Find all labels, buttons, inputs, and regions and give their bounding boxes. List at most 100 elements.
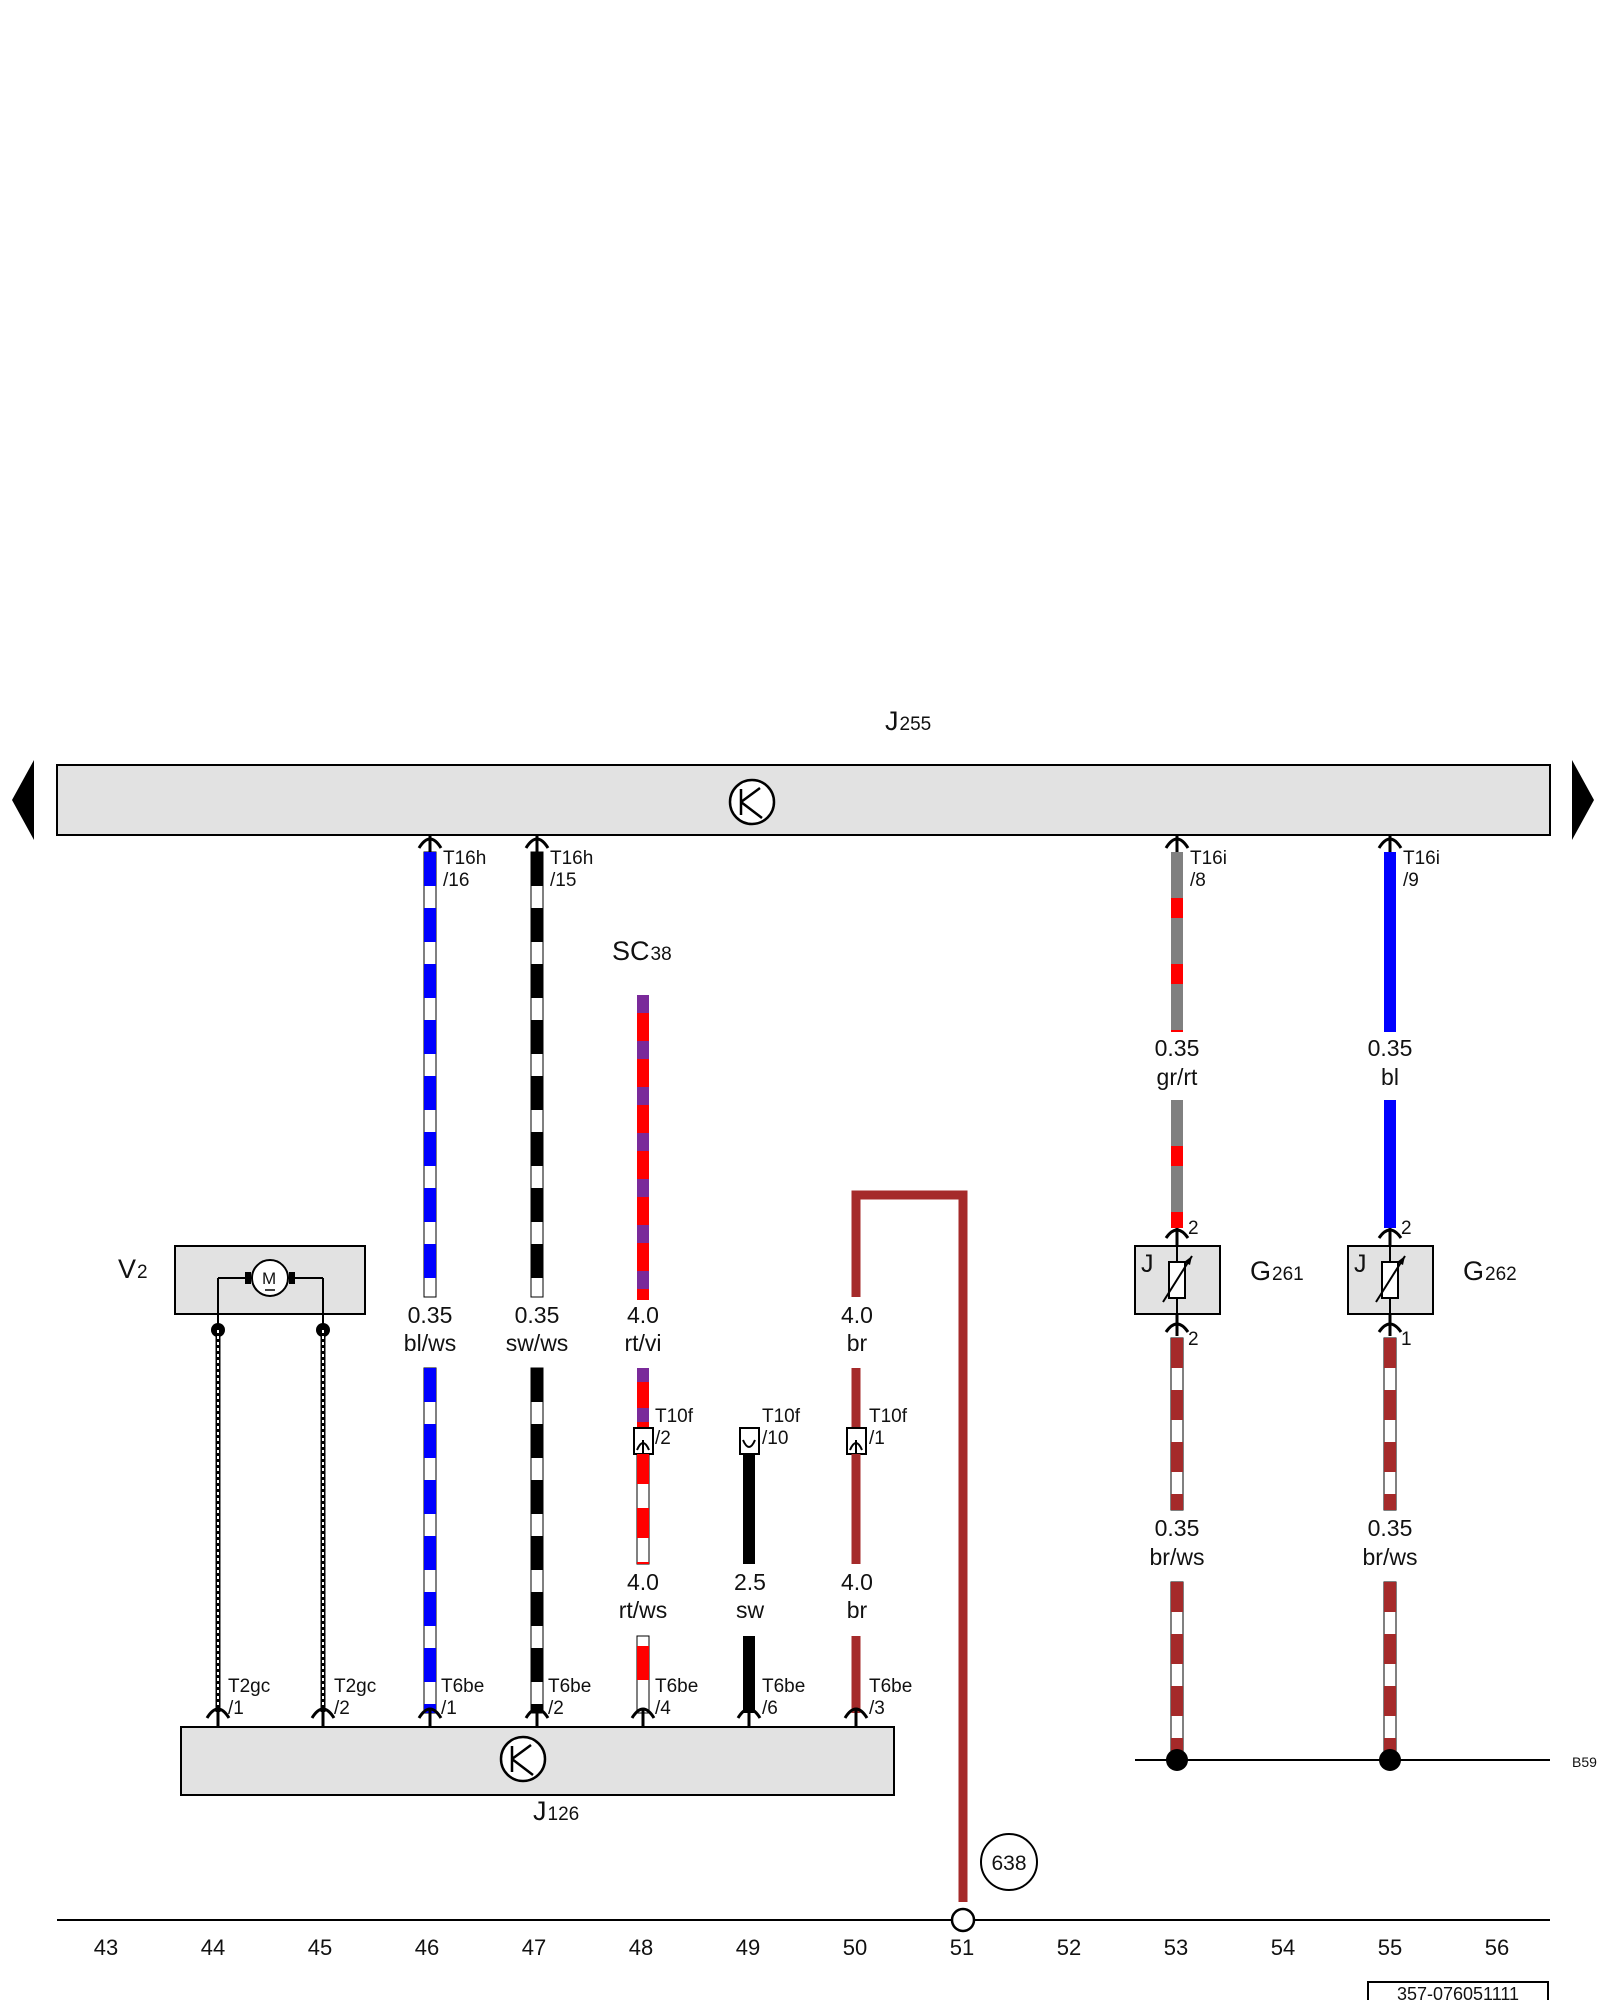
pin-label: /3 [869, 1698, 885, 1719]
wire-color: rt/vi [624, 1330, 661, 1356]
motor-symbol-label: M [262, 1269, 276, 1288]
footer-id: 357-076051111 [1367, 1981, 1549, 2000]
pin-label: /1 [869, 1428, 885, 1449]
wire-col-44: T2gc /1 [205, 1323, 270, 1727]
wire-col-45: T2gc /2 [310, 1323, 376, 1727]
pin-label: /1 [441, 1698, 457, 1719]
column-number: 55 [1378, 1935, 1402, 1960]
wire-gauge: 2.5 [734, 1569, 766, 1595]
pin-label: /8 [1190, 870, 1206, 891]
column-number: 46 [415, 1935, 439, 1960]
column-number: 44 [201, 1935, 225, 1960]
column-number: 49 [736, 1935, 760, 1960]
wire-gauge: 4.0 [841, 1302, 873, 1328]
column-number: 51 [950, 1935, 974, 1960]
column-number: 48 [629, 1935, 653, 1960]
v2-label: V2 [118, 1254, 148, 1284]
column-number: 53 [1164, 1935, 1188, 1960]
g261-label: G261 [1250, 1256, 1304, 1286]
pin-label: 1 [1401, 1329, 1412, 1350]
pin-label: /6 [762, 1698, 778, 1719]
pin-label: /2 [548, 1698, 564, 1719]
wire-color: bl [1381, 1064, 1399, 1090]
fuse-sc38-label: SC38 [612, 936, 672, 966]
g262-label: G262 [1463, 1256, 1517, 1286]
conn-t16i: T16i [1403, 848, 1440, 869]
wire-col-47: T16h /15 0.35 sw/ws T6be /2 [506, 835, 593, 1727]
column-number: 50 [843, 1935, 867, 1960]
temp-sensor-symbol: J [1141, 1250, 1154, 1278]
wire-gauge: 0.35 [408, 1302, 453, 1328]
control-unit-j126: J126 [180, 1726, 895, 1826]
conn-t6be: T6be [869, 1676, 912, 1697]
pin-label: 2 [1401, 1218, 1412, 1239]
wire-gauge: 0.35 [1368, 1035, 1413, 1061]
ground-connection-icon [950, 1907, 976, 1933]
footer-id-text: 357-076051111 [1397, 1984, 1519, 2000]
motor-icon [251, 1259, 289, 1297]
conn-t10f: T10f [869, 1406, 908, 1427]
wire-col-55: T16i /9 0.35 bl 2 J G262 1 0.35 br/ws [1347, 835, 1517, 1771]
pin-label: /9 [1403, 870, 1419, 891]
conn-t10f: T10f [762, 1406, 801, 1427]
wire-color: br [847, 1330, 868, 1356]
conn-t2gc: T2gc [228, 1676, 270, 1697]
column-number: 47 [522, 1935, 546, 1960]
ground-bus-label: B59 [1572, 1754, 1597, 1770]
wire-col-50: 4.0 br T10f /1 4.0 br T6be /3 [841, 1190, 968, 1902]
wire-color: rt/ws [619, 1597, 668, 1623]
j126-label: J126 [533, 1796, 579, 1826]
wire-color: sw/ws [506, 1330, 569, 1356]
pin-label: 2 [1188, 1329, 1199, 1350]
wire-color: br/ws [1363, 1544, 1418, 1570]
transistor-icon [739, 786, 763, 819]
column-number: 52 [1057, 1935, 1081, 1960]
wire-color: br/ws [1150, 1544, 1205, 1570]
conn-t6be: T6be [655, 1676, 698, 1697]
conn-t16h: T16h [550, 848, 593, 869]
wire-gauge: 4.0 [841, 1569, 873, 1595]
conn-t6be: T6be [762, 1676, 805, 1697]
conn-t10f: T10f [655, 1406, 694, 1427]
wire-col-48: SC38 4.0 rt/vi T10f /2 4.0 rt/ws T6be /4 [612, 936, 698, 1727]
motor-v2: M V2 [118, 1245, 366, 1330]
pin-label: /2 [334, 1698, 350, 1719]
wire-color: bl/ws [404, 1330, 456, 1356]
wire-gauge: 0.35 [1155, 1035, 1200, 1061]
wire-gauge: 0.35 [515, 1302, 560, 1328]
pin-label: 2 [1188, 1218, 1199, 1239]
column-number: 45 [308, 1935, 332, 1960]
wire-gauge: 4.0 [627, 1302, 659, 1328]
conn-t2gc: T2gc [334, 1676, 376, 1697]
conn-t16i: T16i [1190, 848, 1227, 869]
conn-t16h: T16h [443, 848, 486, 869]
j255-label: J255 [885, 706, 931, 736]
pin-label: /16 [443, 870, 469, 891]
conn-t6be: T6be [441, 1676, 484, 1697]
pin-label: /2 [655, 1428, 671, 1449]
wire-gauge: 0.35 [1155, 1515, 1200, 1541]
next-page-arrow[interactable] [1572, 760, 1594, 840]
transistor-icon [510, 1743, 534, 1776]
wire-gauge: 0.35 [1368, 1515, 1413, 1541]
column-number: 54 [1271, 1935, 1295, 1960]
pin-label: /10 [762, 1428, 788, 1449]
temp-sensor-symbol: J [1354, 1250, 1367, 1278]
pin-label: /15 [550, 870, 576, 891]
wire-color: br [847, 1597, 868, 1623]
control-unit-j255: J255 [56, 706, 1551, 836]
pin-label: /1 [228, 1698, 244, 1719]
wire-col-49: T10f /10 2.5 sw T6be /6 [734, 1406, 805, 1727]
column-number: 43 [94, 1935, 118, 1960]
pin-label: /4 [655, 1698, 671, 1719]
wire-col-53: T16i /8 0.35 gr/rt 2 J G261 2 0.35 br/ws [1134, 835, 1304, 1771]
conn-t6be: T6be [548, 1676, 591, 1697]
prev-page-arrow[interactable] [12, 760, 34, 840]
ground-point-label: 638 [991, 1852, 1026, 1875]
column-number: 56 [1485, 1935, 1509, 1960]
wire-gauge: 4.0 [627, 1569, 659, 1595]
column-numbers: 43 44 45 46 47 48 49 50 51 52 53 54 55 56 [94, 1935, 1509, 1960]
wire-col-46: T16h /16 0.35 bl/ws T6be /1 [404, 835, 486, 1727]
wire-color: sw [736, 1597, 765, 1623]
